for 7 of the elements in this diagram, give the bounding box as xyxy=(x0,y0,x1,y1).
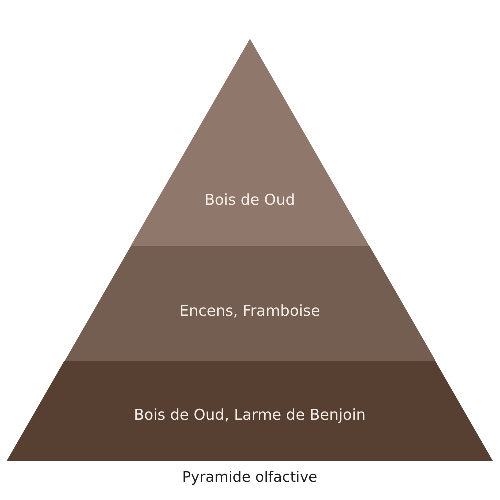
tier-label: Encens, Framboise xyxy=(180,302,320,320)
pyramid-tier xyxy=(64,246,436,361)
pyramid-tier xyxy=(130,39,370,246)
caption: Pyramide olfactive xyxy=(182,469,318,487)
pyramid-tier xyxy=(7,361,493,461)
tier-label: Bois de Oud xyxy=(204,191,296,209)
tier-label: Bois de Oud, Larme de Benjoin xyxy=(134,406,366,424)
